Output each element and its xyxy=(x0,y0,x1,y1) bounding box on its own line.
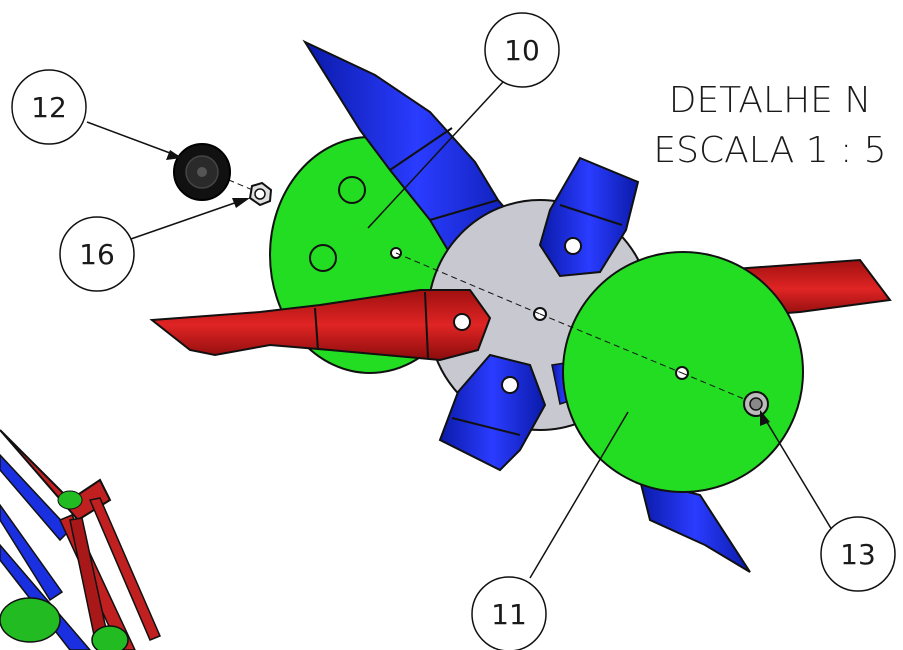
center-line xyxy=(395,252,541,315)
blue-arm-lower-left xyxy=(438,353,547,472)
balloon-11-label: 11 xyxy=(491,598,527,631)
center-line xyxy=(681,372,757,405)
balloon-10: 10 xyxy=(484,12,560,88)
balloon-11: 11 xyxy=(471,576,547,650)
balloon-16-label: 16 xyxy=(79,238,115,271)
leader-line-10 xyxy=(367,81,504,229)
blue-arm-lower-right xyxy=(638,478,751,573)
balloon-10-label: 10 xyxy=(504,34,540,67)
disc-10-hole xyxy=(309,244,337,272)
balloon-13-label: 13 xyxy=(840,538,876,571)
disc-10-hole xyxy=(338,176,366,204)
center-line xyxy=(539,313,683,374)
leader-line-11 xyxy=(529,411,629,579)
leader-line-16 xyxy=(127,198,247,241)
detail-title: DETALHE N xyxy=(669,80,872,121)
hex-nut-16 xyxy=(248,181,273,207)
black-cap-12 xyxy=(173,143,231,201)
blue-arm-upper-right xyxy=(538,156,640,278)
leader-arrow-12 xyxy=(166,150,182,160)
balloon-12-label: 12 xyxy=(31,91,67,124)
bolt-13 xyxy=(743,391,769,417)
balloon-12: 12 xyxy=(11,69,87,145)
leader-arrow-16 xyxy=(232,198,250,208)
red-arm-left xyxy=(149,289,492,362)
partial-frame-assembly xyxy=(0,429,161,650)
leader-line-13 xyxy=(761,413,839,541)
detail-scale: ESCALA 1 : 5 xyxy=(653,130,886,171)
leader-arrow-13 xyxy=(760,410,770,426)
balloon-16: 16 xyxy=(59,216,135,292)
balloon-13: 13 xyxy=(820,516,896,592)
leader-line-12 xyxy=(86,121,179,157)
